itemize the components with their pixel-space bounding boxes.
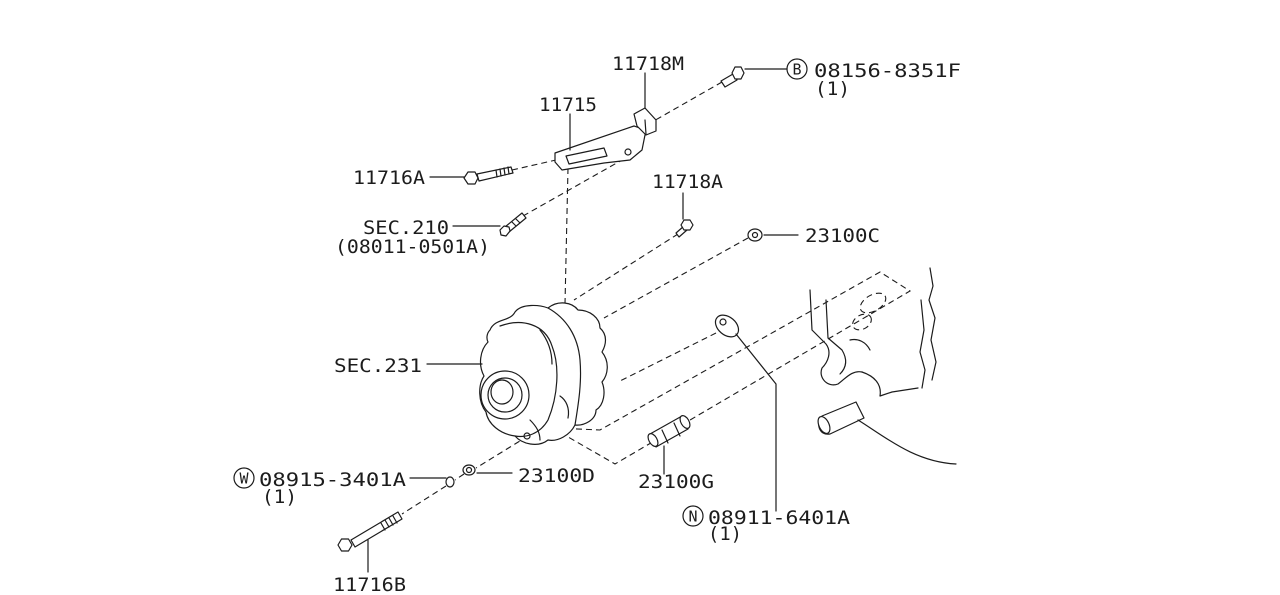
label-08011-0501a: (08011-0501A) [335,236,490,258]
adjusting-bracket-11715 [554,125,647,171]
label-08915-qty: (1) [262,486,297,508]
label-11718m: 11718M [612,53,684,75]
spacer-23100g [647,415,691,448]
label-23100d: 23100D [518,465,595,487]
nut-23100c [747,228,763,242]
engine-block [809,267,957,465]
label-08911-qty: (1) [708,523,742,545]
label-11716b: 11716B [333,574,406,595]
label-sec-210: SEC.210 [363,217,449,239]
bolt-sec-210 [499,212,527,237]
label-11715: 11715 [539,94,597,116]
marker-w: W [233,467,255,489]
label-08156-qty: (1) [815,78,850,100]
label-08915-3401a: 08915-3401A [259,469,407,491]
label-08911-6401a: 08911-6401A [708,507,851,529]
label-sec-231: SEC.231 [334,355,422,377]
label-11718a: 11718A [652,171,724,193]
marker-w-letter: W [239,470,249,488]
leader-lines [367,68,799,573]
washer-23100d [462,464,476,476]
alternator-sec-231 [479,302,608,445]
label-08156-8351f: 08156-8351F [814,60,961,82]
label-11716a: 11716A [353,167,426,189]
washer-08911-6401a [714,314,740,338]
part-labels: 11718M 08156-8351F (1) 11715 11716A 1171… [259,53,961,595]
bolt-11718a [675,219,694,238]
marker-b: B [786,58,808,80]
bolt-11716a [463,166,514,185]
assembly-dashed-lines [401,81,912,515]
bolt-08156-8351f [720,66,745,88]
marker-b-letter: B [792,61,801,79]
bolt-11716b [337,511,403,552]
washer-08915-3401a [445,476,455,488]
label-23100c: 23100C [805,225,880,247]
marker-n: N [682,505,704,527]
marker-n-letter: N [688,508,697,526]
label-23100g: 23100G [638,471,714,493]
